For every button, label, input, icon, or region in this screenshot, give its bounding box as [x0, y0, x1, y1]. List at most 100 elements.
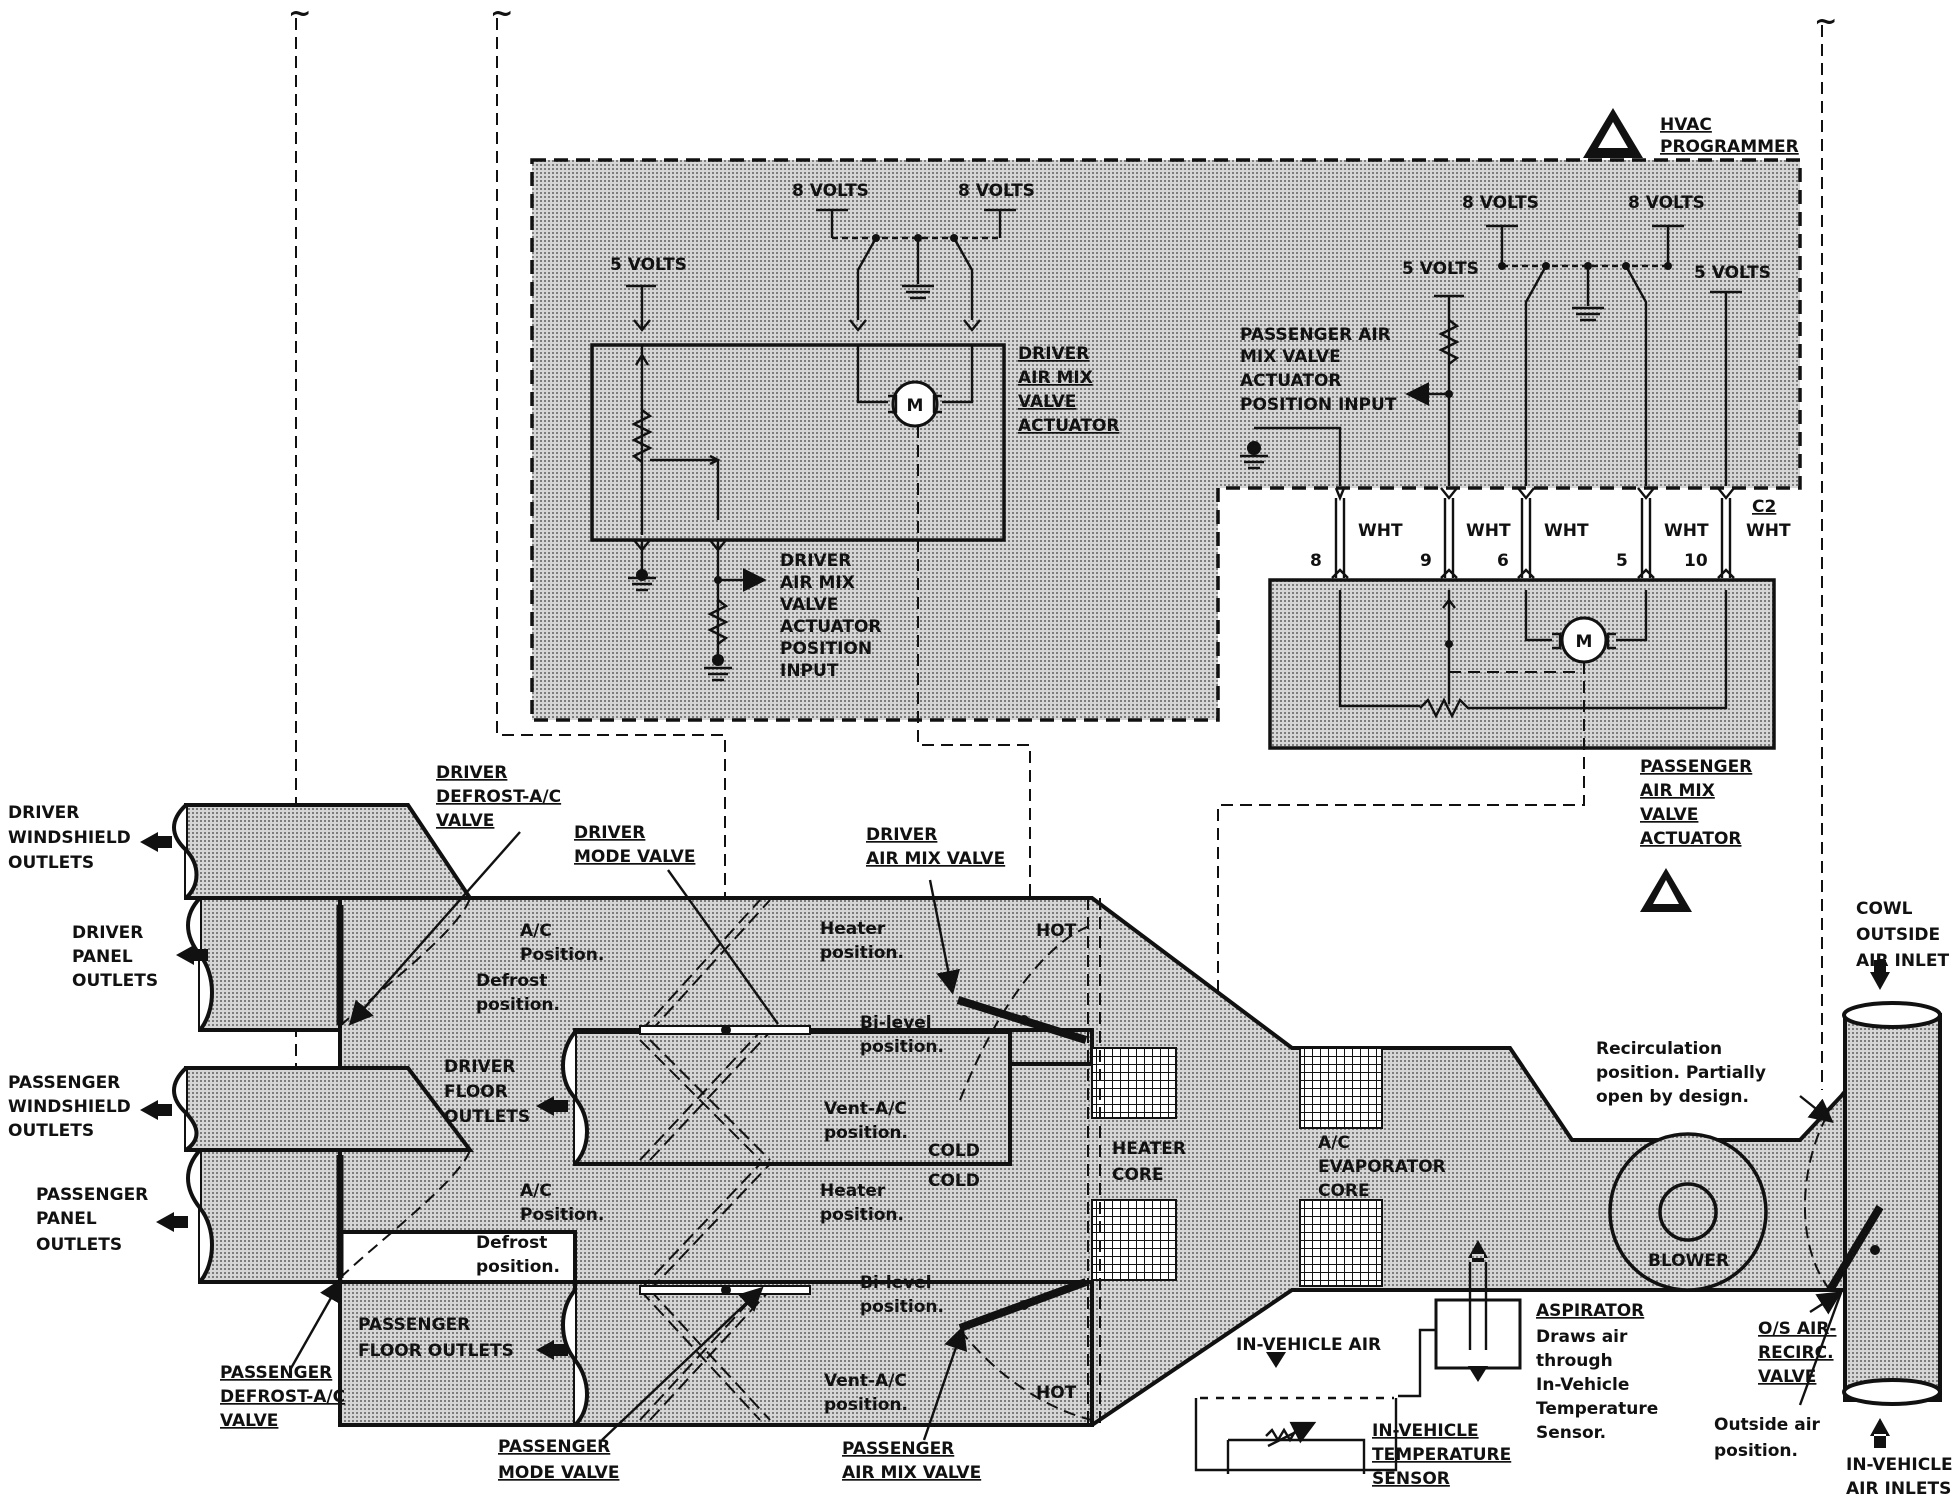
wire-color: WHT [1466, 521, 1511, 541]
passenger-panel-label-3: OUTLETS [36, 1235, 122, 1255]
passenger-panel-label-2: PANEL [36, 1209, 97, 1229]
cowl-inlet-label: COWL [1856, 899, 1913, 919]
wire-color: WHT [1358, 521, 1403, 541]
component-labels: HEATER CORE A/C EVAPORATOR CORE BLOWER C… [1112, 899, 1953, 1499]
driver-position-input-label-4: ACTUATOR [780, 617, 882, 637]
mode-valve-paths [639, 899, 771, 1421]
driver-position-input-label-3: VALVE [780, 595, 838, 615]
passenger-actuator-label-3: VALVE [1640, 805, 1698, 825]
driver-windshield-label: DRIVER [8, 803, 79, 823]
bilevel-position-label-2: position. [860, 1297, 944, 1317]
outlet-labels: DRIVER WINDSHIELD OUTLETS DRIVER PANEL O… [8, 803, 530, 1361]
inlet-duct-ends [1842, 1001, 1942, 1406]
cold-label: COLD [928, 1171, 980, 1191]
pin-number: 10 [1684, 551, 1708, 571]
driver-position-input-label-2: AIR MIX [780, 573, 855, 593]
programmer-title-2: PROGRAMMER [1660, 137, 1799, 157]
passenger-supply-switches [1405, 224, 1742, 486]
esd-warning-icon [1640, 868, 1692, 912]
driver-floor-label-3: OUTLETS [444, 1107, 530, 1127]
heater-position-label-2: position. [820, 943, 904, 963]
driver-mode-valve-label-2: MODE VALVE [574, 847, 695, 867]
heater-core-lower [1091, 1199, 1177, 1281]
passenger-air-mix-valve-actuator [1268, 578, 1776, 750]
driver-defrost-valve-label-2: DEFROST-A/C [436, 787, 561, 807]
cold-label: COLD [928, 1141, 980, 1161]
evaporator-core-lower [1299, 1199, 1383, 1287]
sensor-label-2: TEMPERATURE [1372, 1445, 1511, 1465]
passenger-position-input-label: PASSENGER AIR [1240, 325, 1391, 345]
evaporator-label: A/C [1318, 1133, 1350, 1153]
aspirator-desc-4: Temperature [1536, 1399, 1658, 1419]
evaporator-label-2: EVAPORATOR [1318, 1157, 1446, 1177]
passenger-position-input-label-2: MIX VALVE [1240, 347, 1341, 367]
heater-core [1091, 1047, 1177, 1119]
passenger-defrost-valve-label-3: VALVE [220, 1411, 278, 1431]
heater-position-label: Heater [820, 1181, 886, 1201]
recirc-valve-label-3: VALVE [1758, 1367, 1816, 1387]
aspirator-desc-5: Sensor. [1536, 1423, 1606, 1443]
wire-color: WHT [1544, 521, 1589, 541]
cowl-inlet-label-2: OUTSIDE [1856, 925, 1940, 945]
passenger-position-input-label-3: ACTUATOR [1240, 371, 1342, 391]
aspirator-desc-2: through [1536, 1351, 1613, 1371]
pin-number: 8 [1310, 551, 1322, 571]
driver-5v-supply [626, 284, 656, 332]
vent-ac-position-label: Vent-A/C [824, 1371, 907, 1391]
programmer-title: HVAC [1660, 115, 1712, 135]
wire-color: WHT [1664, 521, 1709, 541]
valve-blades [336, 905, 1884, 1332]
passenger-mode-valve-label-2: MODE VALVE [498, 1463, 619, 1483]
recirculation-position-label-3: open by design. [1596, 1087, 1749, 1107]
passenger-air-mix-valve-label: PASSENGER [842, 1439, 954, 1459]
passenger-windshield-label: PASSENGER [8, 1073, 120, 1093]
driver-supply-switches [816, 208, 1016, 332]
pin-number: 6 [1497, 551, 1509, 571]
volts-8-label: 8 VOLTS [958, 181, 1035, 201]
passenger-actuator-internals: M [1338, 590, 1728, 719]
driver-position-input-label-5: POSITION [780, 639, 872, 659]
motor-label: M [907, 396, 924, 416]
cowl-inlet-label-3: AIR INLET [1856, 951, 1949, 971]
hot-label: HOT [1036, 921, 1077, 941]
volts-5-label: 5 VOLTS [1694, 263, 1771, 283]
vent-ac-position-label-2: position. [824, 1395, 908, 1415]
driver-windshield-outlet [184, 803, 474, 900]
passenger-actuator-label-4: ACTUATOR [1640, 829, 1742, 849]
driver-position-input-label: DRIVER [780, 551, 851, 571]
recirculation-position-label-2: position. Partially [1596, 1063, 1766, 1083]
aspirator-label: ASPIRATOR [1536, 1301, 1644, 1321]
in-vehicle-air-label: IN-VEHICLE AIR [1236, 1335, 1381, 1355]
passenger-floor-label-2: FLOOR OUTLETS [358, 1341, 514, 1361]
outside-air-position-label-2: position. [1714, 1441, 1798, 1461]
driver-air-mix-valve-label-2: AIR MIX VALVE [866, 849, 1005, 869]
driver-mode-valve-label: DRIVER [574, 823, 645, 843]
passenger-windshield-label-3: OUTLETS [8, 1121, 94, 1141]
aspirator [1398, 1240, 1522, 1398]
passenger-windshield-label-2: WINDSHIELD [8, 1097, 131, 1117]
heater-core-frame [1087, 898, 1101, 1425]
inlet-duct [1843, 1013, 1942, 1402]
passenger-defrost-valve-label: PASSENGER [220, 1363, 332, 1383]
ground-icon [1240, 426, 1342, 486]
heater-position-label: Heater [820, 919, 886, 939]
defrost-position-label: Defrost [476, 971, 547, 991]
blower-label: BLOWER [1648, 1251, 1729, 1271]
driver-floor-label-2: FLOOR [444, 1082, 508, 1102]
passenger-mode-valve-label: PASSENGER [498, 1437, 610, 1457]
evaporator-label-3: CORE [1318, 1181, 1370, 1201]
passenger-defrost-valve-label-2: DEFROST-A/C [220, 1387, 345, 1407]
driver-defrost-valve-label: DRIVER [436, 763, 507, 783]
in-vehicle-inlets-label: IN-VEHICLE [1846, 1455, 1953, 1475]
passenger-floor-label: PASSENGER [358, 1315, 470, 1335]
volts-8-label: 8 VOLTS [1462, 193, 1539, 213]
heater-core-label-2: CORE [1112, 1165, 1164, 1185]
driver-windshield-label-2: WINDSHIELD [8, 828, 131, 848]
driver-position-input-circuit [628, 539, 767, 682]
sensor-label-3: SENSOR [1372, 1469, 1450, 1489]
connector-label: C2 [1752, 497, 1776, 517]
pin-number: 5 [1616, 551, 1628, 571]
connector-c2 [1331, 487, 1735, 579]
passenger-air-mix-valve-label-2: AIR MIX VALVE [842, 1463, 981, 1483]
